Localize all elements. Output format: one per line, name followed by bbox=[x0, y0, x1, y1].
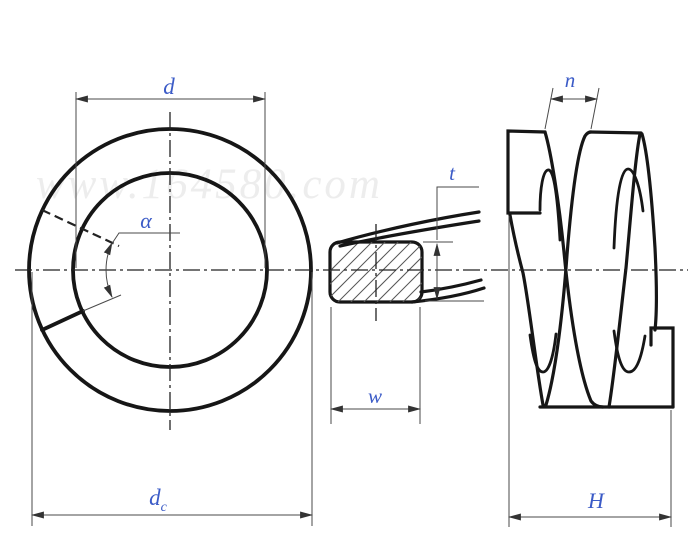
dc-label: dc bbox=[149, 485, 168, 515]
split-slot-extension bbox=[82, 294, 122, 312]
h-dimension bbox=[507, 216, 673, 527]
d-dimension bbox=[74, 92, 267, 268]
t-leader bbox=[436, 186, 479, 240]
watermark: www.164580.com bbox=[36, 161, 383, 208]
n-dimension bbox=[544, 87, 600, 130]
labels: d α dc t w n H bbox=[140, 68, 605, 515]
coil-surface-upper bbox=[335, 210, 481, 248]
centerlines bbox=[15, 112, 688, 430]
alpha-label: α bbox=[140, 208, 152, 233]
section-view bbox=[328, 210, 486, 304]
n-label: n bbox=[565, 68, 576, 92]
w-label: w bbox=[368, 384, 382, 408]
d-label: d bbox=[163, 74, 175, 99]
coil-surface-lower bbox=[410, 278, 486, 304]
w-dimension bbox=[329, 307, 422, 424]
split-slot-line bbox=[40, 309, 85, 332]
dimensions bbox=[30, 87, 673, 527]
hidden-split-line bbox=[41, 209, 120, 247]
coil-profile bbox=[506, 129, 675, 409]
alpha-angle-arc bbox=[103, 242, 113, 298]
t-label: t bbox=[449, 161, 456, 185]
alpha-leader bbox=[110, 232, 180, 246]
h-label: H bbox=[587, 488, 605, 513]
t-dimension bbox=[423, 186, 484, 302]
side-view bbox=[506, 129, 675, 409]
alpha-dimension bbox=[103, 232, 180, 298]
dc-dimension bbox=[30, 272, 314, 526]
hatching bbox=[330, 242, 422, 302]
